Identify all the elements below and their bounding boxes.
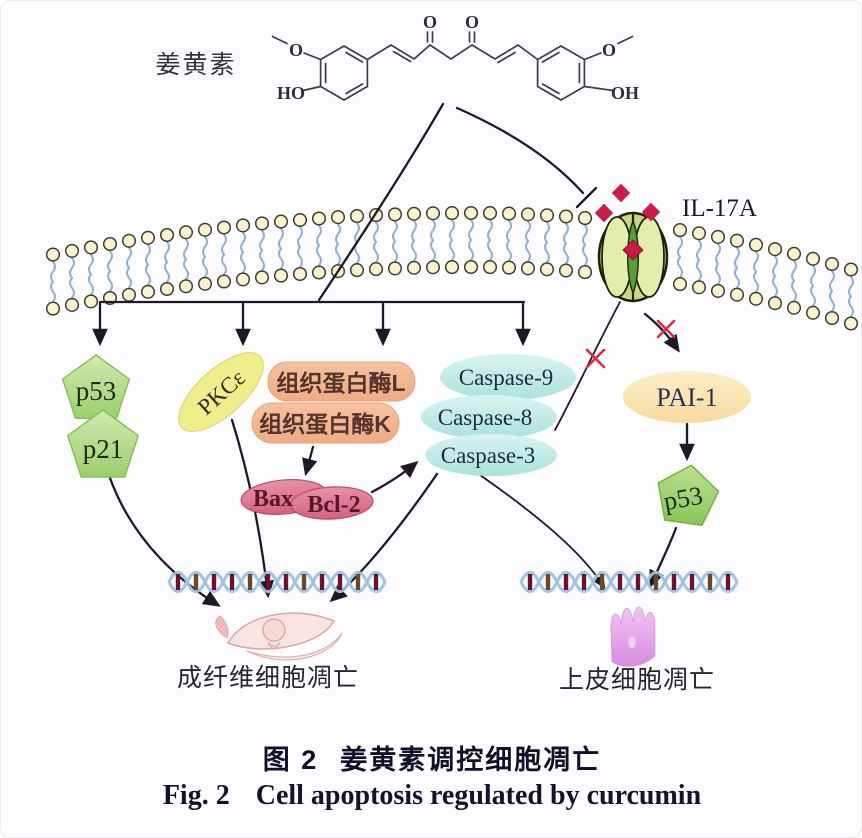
curcumin-structure: 姜黄素 O O O O HO OH [155,12,639,103]
fibroblast-cell [215,612,343,661]
il17a-label: IL-17A [682,195,757,222]
p53-right-label: p53 [661,481,704,516]
cathepsin-k-label: 组织蛋白酶K [259,411,391,437]
hydroxyl-left: HO [277,83,305,103]
methoxy-oxygen-right: O [602,40,616,60]
inhibit-tbar [575,186,598,209]
blocked-x-pai1 [656,319,676,339]
p53-left-node: p53 [61,354,131,420]
cathepsin-k-node: 组织蛋白酶K [251,402,400,444]
fibroblast-nucleus [262,618,286,642]
il17a-ligand-left [594,203,614,223]
bcl2-label: Bcl-2 [307,492,360,518]
bax-to-caspase-arrow [370,460,419,494]
p21-label: p21 [83,434,124,464]
caspase3-to-epithelial-arrow [479,474,606,590]
ketone-oxygen-left: O [423,12,437,32]
curcumin-to-branch-line [317,102,445,302]
p53-to-epithelial-arrow [649,526,678,588]
caspase9-label: Caspase-9 [459,365,554,390]
blocked-x-caspase [585,348,606,369]
cell-membrane [45,205,859,331]
il17a-receptor: IL-17A [594,183,757,303]
p21-node: p21 [66,409,140,478]
caption-en: Fig. 2 Cell apoptosis regulated by curcum… [1,777,861,815]
p53-left-label: p53 [76,376,117,406]
p53-right-node: p53 [657,464,720,527]
compound-label: 姜黄素 [155,51,236,79]
hydroxyl-right: OH [611,83,639,103]
pathway-diagram: 姜黄素 O O O O HO OH [45,12,859,694]
methoxy-oxygen-left: O [289,40,303,60]
bax-label: Bax [253,486,293,512]
il17a-ligand-top [611,183,631,203]
caspase8-label: Caspase-8 [438,405,533,430]
epithelial-cell [610,606,656,667]
caption-en-text: Cell apoptosis regulated by curcumin [255,780,702,811]
il17a-ligand-bound [622,239,644,261]
caspase3-label: Caspase-3 [441,443,536,468]
bax-bcl2-node: Bax Bcl-2 [240,479,374,520]
cathepsin-l-label: 组织蛋白酶L [276,370,405,396]
pai1-node: PAI-1 [623,371,751,423]
caption-zh-prefix: 图 2 [262,745,319,775]
il17a-ligand-right [641,202,661,222]
caption-zh: 图 2 姜黄素调控细胞凋亡 [1,743,861,777]
fibroblast-apoptosis-label: 成纤维细胞凋亡 [177,664,359,692]
caspase-group: Caspase-9 Caspase-8 Caspase-3 [421,354,576,476]
caption-en-prefix: Fig. 2 [162,780,230,811]
dna-left [167,570,387,594]
ketone-oxygen-right: O [465,12,479,32]
cathepsink-to-bax-arrow [302,445,318,477]
cathepsin-l-node: 组织蛋白酶L [267,361,416,402]
caption-zh-text: 姜黄素调控细胞凋亡 [340,745,602,775]
curcumin-inhibit-line [455,106,585,195]
pai1-label: PAI-1 [656,383,717,412]
epithelial-apoptosis-label: 上皮细胞凋亡 [559,666,715,694]
signal-arrows [92,102,695,607]
p21-to-fibroblast-arrow [108,476,221,607]
dna-right [519,570,739,594]
figure-caption: 图 2 姜黄素调控细胞凋亡 Fig. 2 Cell apoptosis regula… [1,737,861,815]
